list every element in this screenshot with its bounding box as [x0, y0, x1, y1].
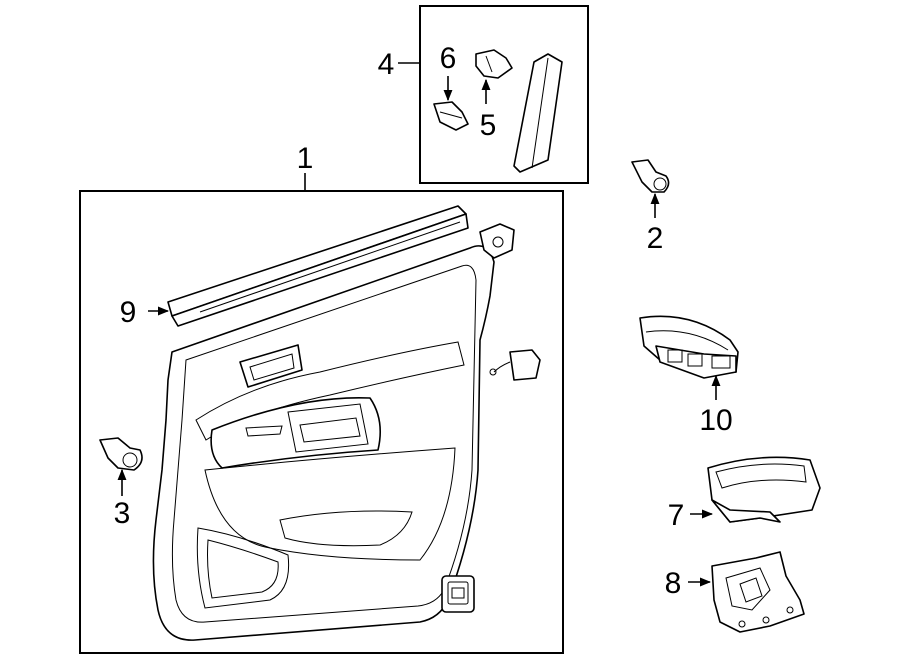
part-6-edge — [439, 111, 463, 119]
callout-5: 5 — [480, 109, 497, 142]
bottle-holder-inner — [207, 539, 279, 599]
part-10-switch-assembly: 10 — [639, 315, 739, 437]
map-pocket-opening — [279, 510, 413, 547]
door-panel-group: 1 — [79, 142, 564, 654]
part-6-bracket — [433, 101, 469, 131]
switch-slot — [245, 425, 283, 437]
bracket-hole-3 — [786, 606, 794, 614]
bracket-hole-1 — [738, 620, 746, 628]
clip-2-head — [653, 177, 667, 191]
weatherstrip-groove — [199, 221, 461, 313]
trim-strip-group: 4 6 5 — [378, 5, 589, 184]
door-panel-inner-edge — [171, 264, 477, 623]
part-2-clip: 2 — [631, 159, 670, 255]
part-7-pocket: 7 — [668, 456, 821, 532]
clip-2-body — [631, 159, 670, 193]
callout-4: 4 — [378, 48, 395, 81]
connector-body — [509, 349, 541, 381]
bracket-face — [725, 567, 771, 611]
mounting-tab — [479, 223, 515, 259]
trim-strip-ridge — [531, 57, 549, 169]
trim-strip-group-box — [419, 5, 589, 184]
switch-bezel-outer — [441, 575, 475, 613]
door-panel-group-box — [79, 190, 564, 654]
bracket-body — [711, 551, 805, 633]
bottle-holder — [196, 527, 290, 609]
switch-tab-2 — [687, 353, 703, 367]
callout-10: 10 — [699, 404, 732, 437]
switch-tab-1 — [667, 349, 683, 363]
part-5-clip — [475, 49, 513, 79]
callout-3: 3 — [114, 497, 131, 530]
part-9-weatherstrip: 9 — [120, 205, 469, 329]
armrest-grip-inner — [299, 417, 361, 443]
callout-6: 6 — [440, 42, 457, 75]
part-3-clip: 3 — [99, 437, 143, 530]
bracket-recess — [739, 577, 763, 603]
door-trim-panel — [152, 223, 515, 641]
switch-button — [451, 587, 465, 599]
clip-body — [99, 437, 143, 471]
part-8-bracket: 8 — [665, 551, 805, 633]
window-switch-bezel — [441, 575, 475, 613]
callout-2: 2 — [647, 222, 664, 255]
mounting-tab-hole — [492, 236, 504, 248]
part-5-edge — [485, 55, 493, 73]
callout-8: 8 — [665, 567, 682, 600]
callout-7: 7 — [668, 499, 685, 532]
switch-tab-3 — [711, 355, 731, 369]
callout-9: 9 — [120, 296, 137, 329]
map-pocket — [204, 447, 456, 561]
vertical-trim-strip — [513, 53, 563, 173]
callout-1: 1 — [297, 142, 314, 175]
inner-handle-recess — [249, 353, 295, 381]
pocket-lip — [711, 499, 781, 523]
pocket-opening — [715, 463, 807, 489]
bracket-hole-2 — [762, 616, 770, 624]
armrest-grip — [287, 403, 369, 453]
switch-assembly-contour — [645, 330, 729, 351]
connector-tip — [489, 368, 497, 376]
switch-bezel-inner — [447, 581, 469, 605]
wire-connector — [489, 349, 541, 381]
armrest — [210, 396, 381, 469]
clip-head — [122, 452, 138, 468]
switch-assembly-lower — [655, 345, 737, 379]
connector-wire — [493, 361, 511, 373]
